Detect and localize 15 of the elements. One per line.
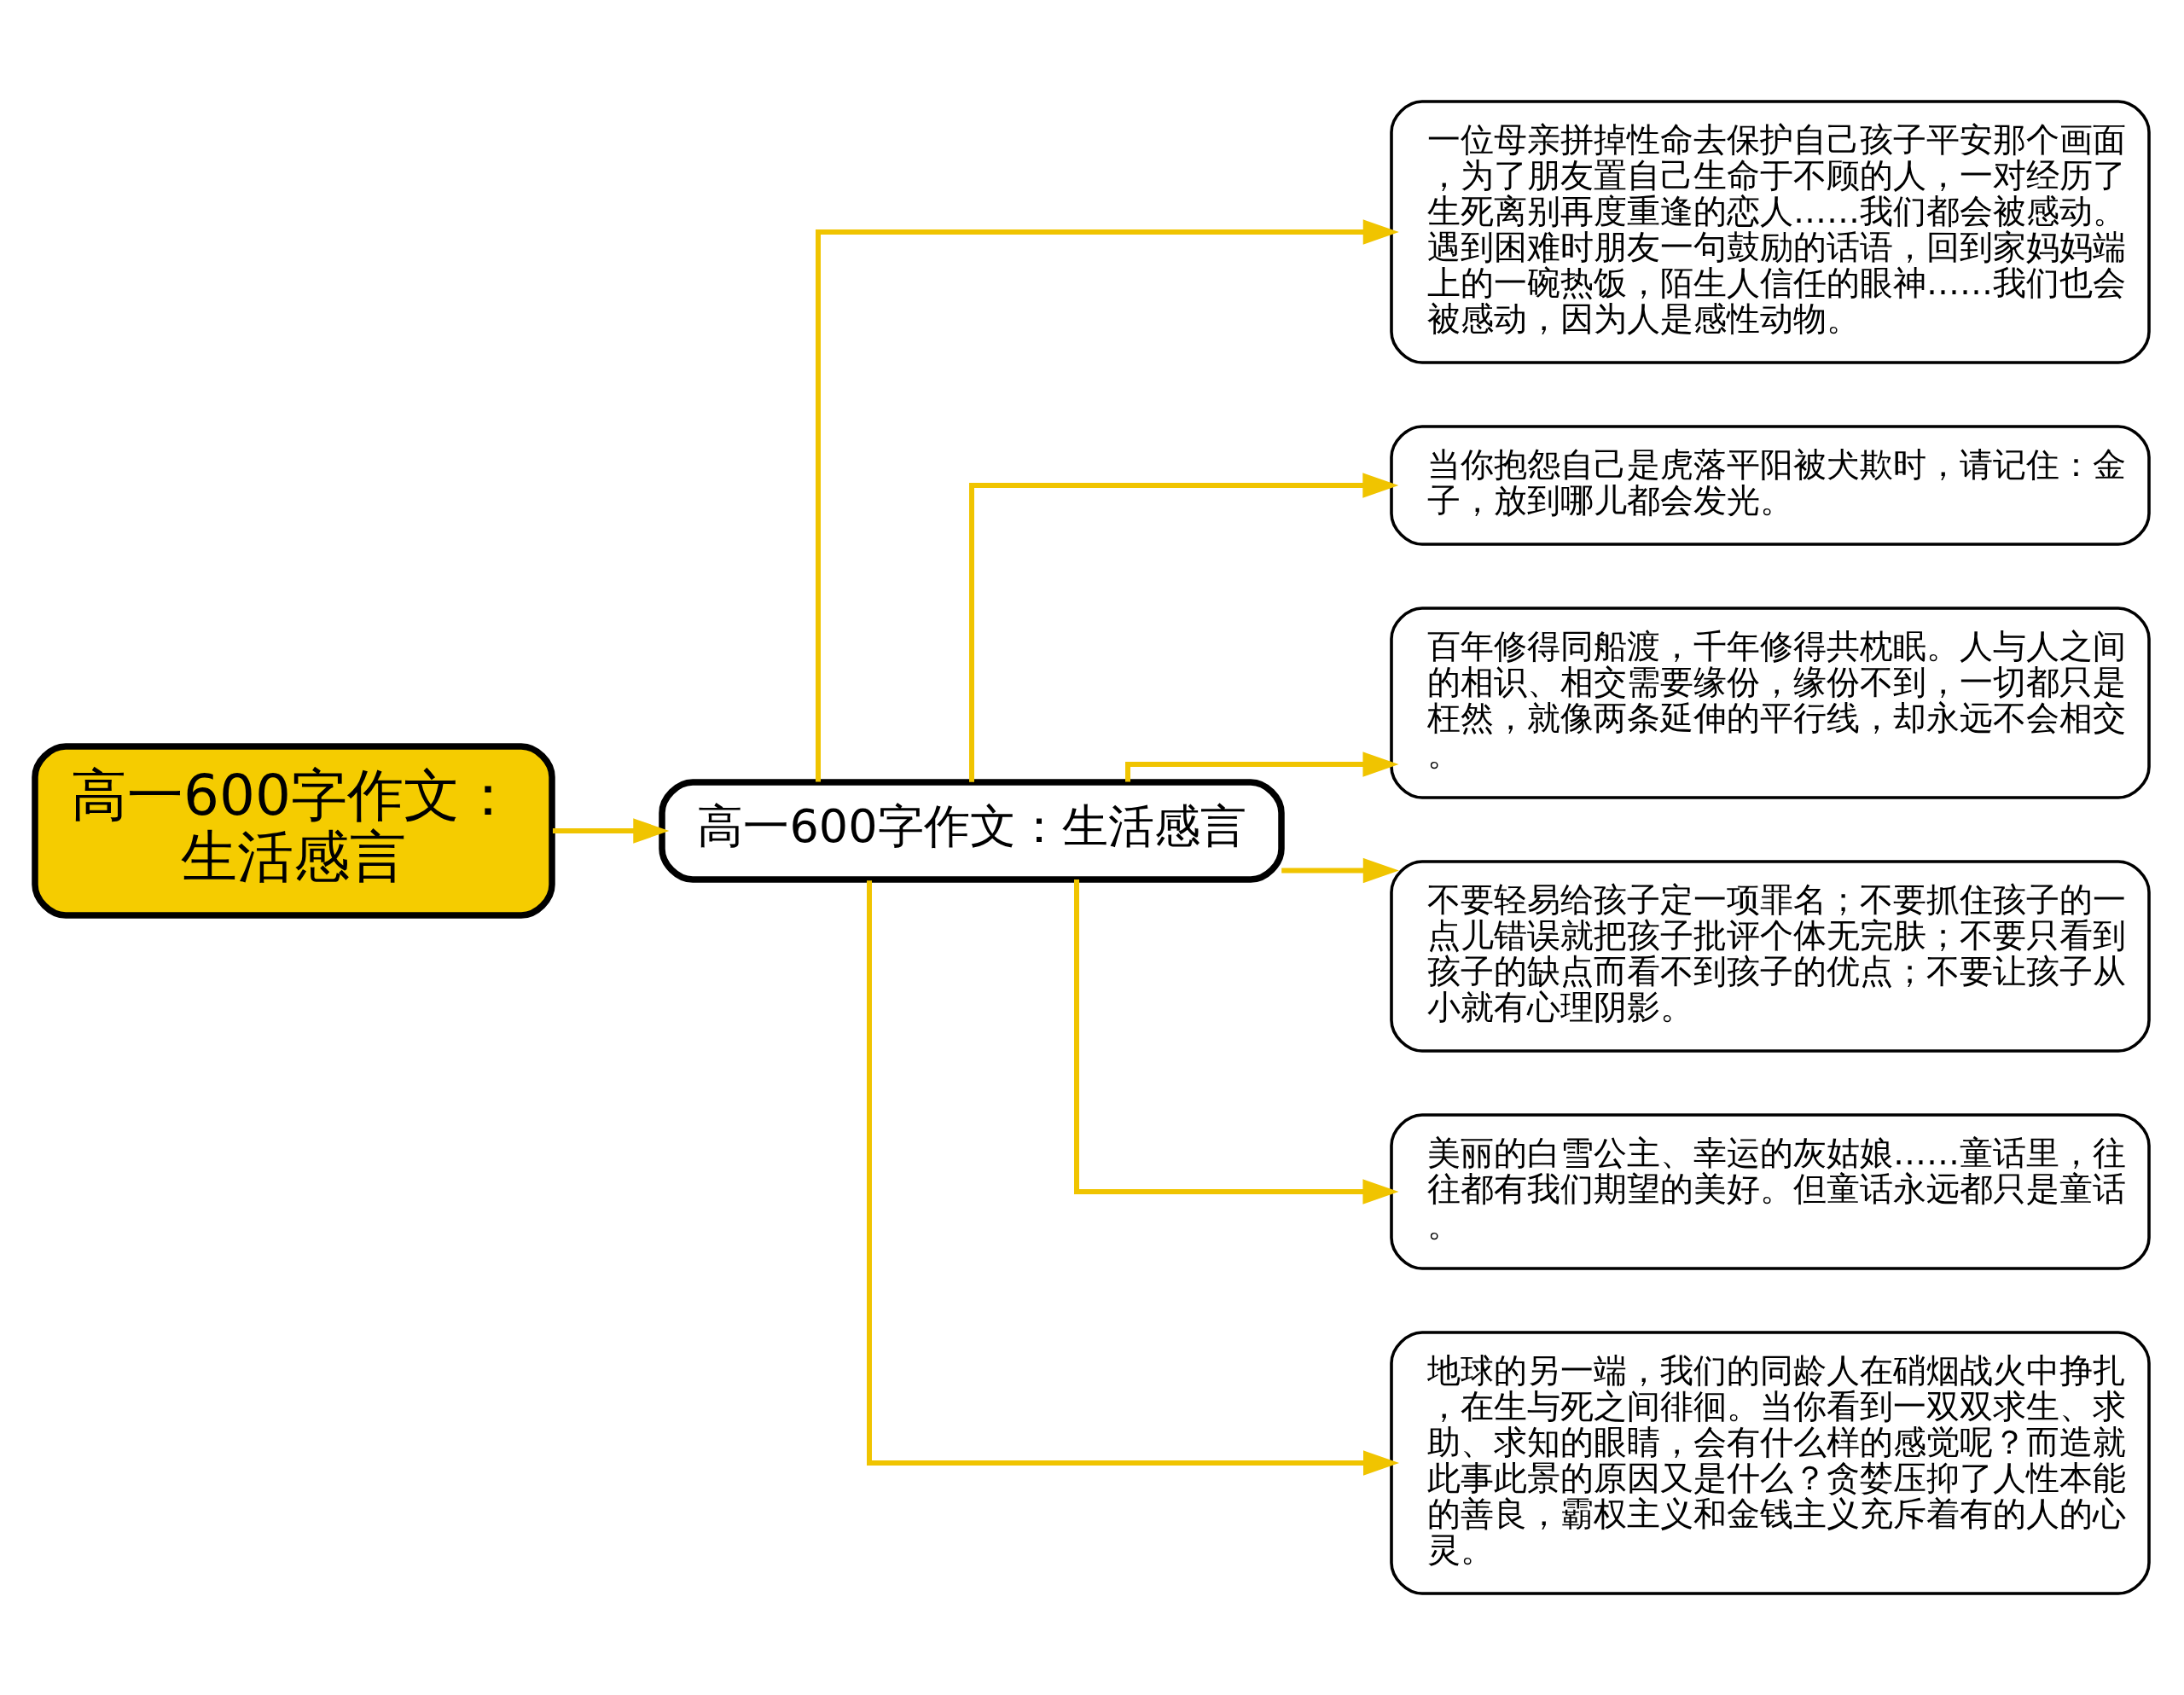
node-box: 地球的另一端，我们的同龄人在硝烟战火中挣扎，在生与死之间徘徊。当你看到一双双求生、求助、求知的眼睛，会有什么样的感觉呢？而造就此事此景的原因又是什么？贪婪压抑了人性本能的善良，霸权主义和金钱主义充斥着有的人的心灵。 bbox=[1390, 1331, 2151, 1595]
arrow bbox=[816, 219, 1399, 782]
node-box: 当你抱怨自己是虎落平阳被犬欺时，请记住：金子，放到哪儿都会发光。 bbox=[1390, 425, 2151, 546]
node-box: 不要轻易给孩子定一项罪名；不要抓住孩子的一点儿错误就把孩子批评个体无完肤；不要只看到孩子的缺点而看不到孩子的优点；不要让孩子从小就有心理阴影。 bbox=[1390, 860, 2151, 1053]
node-box: 高一600字作文：生活感言 bbox=[659, 779, 1285, 883]
arrow bbox=[969, 473, 1399, 782]
node-box: 一位母亲拼掉性命去保护自己孩子平安那个画面，为了朋友置自己生命于不顾的人，一对经历了生死离别再度重逢的恋人……我们都会被感动。遇到困难时朋友一句鼓励的话语，回到家妈妈端上的一碗热饭，陌生人信任的眼神……我们也会被感动，因为人是感性动物。 bbox=[1390, 100, 2151, 364]
node-box: 美丽的白雪公主、幸运的灰姑娘……童话里，往往都有我们期望的美好。但童话永远都只是童话。 bbox=[1390, 1113, 2151, 1270]
node-box: 高一600字作文：生活感言 bbox=[32, 743, 555, 919]
arrow bbox=[867, 880, 1400, 1476]
arrow bbox=[1074, 879, 1399, 1204]
arrow bbox=[1281, 857, 1399, 884]
arrow bbox=[1125, 752, 1399, 782]
arrow bbox=[552, 818, 670, 844]
node-box: 百年修得同船渡，千年修得共枕眠。人与人之间的相识、相交需要缘份，缘份不到，一切都只是枉然，就像两条延伸的平行线，却永远不会相交。 bbox=[1390, 607, 2151, 799]
